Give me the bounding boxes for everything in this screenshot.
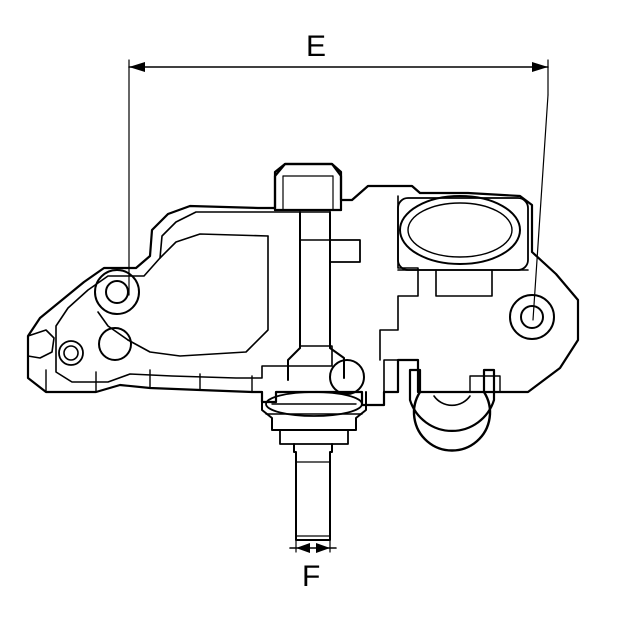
upper-left-hole-outer bbox=[94, 269, 140, 315]
right-lower-chamfer bbox=[527, 339, 579, 393]
top-right-chamfer bbox=[351, 185, 369, 201]
small-left-hole-inner bbox=[63, 345, 79, 361]
dimension-F-arrow-left bbox=[296, 543, 310, 553]
central-post bbox=[287, 211, 361, 381]
right-hole-outer bbox=[509, 294, 555, 340]
dimension-E-leader-right bbox=[532, 94, 549, 321]
shaft-collar-top bbox=[261, 391, 367, 431]
clip-arc-body bbox=[408, 368, 496, 432]
outer-body-contour bbox=[26, 162, 580, 407]
rib-right bbox=[469, 375, 501, 393]
oval-recess-inner bbox=[407, 202, 513, 258]
dimension-label-F: F bbox=[302, 560, 321, 593]
right-plate bbox=[379, 195, 529, 361]
post-foot-right bbox=[329, 347, 345, 379]
post-foot-left bbox=[287, 347, 301, 381]
right-plate-step bbox=[379, 195, 419, 361]
post-tab bbox=[329, 239, 361, 263]
bracket-marks bbox=[351, 185, 579, 393]
mounting-holes bbox=[58, 269, 555, 395]
clip-arc-outer bbox=[412, 390, 492, 452]
lower-shaft-assembly bbox=[261, 391, 367, 541]
regulator-body-outline bbox=[26, 162, 580, 407]
connector-tower bbox=[273, 162, 343, 212]
tower-outline bbox=[273, 162, 343, 212]
left-pocket-lower bbox=[97, 311, 129, 341]
top-right-step bbox=[367, 185, 421, 194]
dimension-E-arrow-left bbox=[129, 62, 145, 72]
left-upper-edge bbox=[151, 205, 191, 231]
right-chamfer bbox=[531, 251, 579, 301]
oval-recess-outer bbox=[399, 195, 521, 265]
c-clip-slot bbox=[408, 368, 496, 452]
upper-left-hole-inner bbox=[105, 280, 129, 304]
shaft-body bbox=[293, 443, 333, 541]
lower-tab-left bbox=[383, 359, 399, 393]
dimension-F-arrow-right bbox=[316, 543, 330, 553]
left-nose-tab bbox=[27, 329, 55, 359]
inner-casting-contour bbox=[55, 211, 333, 383]
collar-ellipse bbox=[265, 391, 363, 417]
left-boss bbox=[98, 327, 132, 361]
left-nose-detail bbox=[27, 329, 97, 393]
dimension-E-group bbox=[128, 59, 549, 321]
small-left-hole-outer bbox=[58, 340, 84, 366]
right-hole-inner bbox=[520, 305, 544, 329]
lower-ribs bbox=[149, 359, 501, 393]
dimension-label-E: E bbox=[306, 30, 327, 63]
clip-arc-inner bbox=[433, 395, 471, 407]
left-pocket bbox=[127, 235, 269, 357]
dimension-E-arrow-right bbox=[532, 62, 548, 72]
lower-centre-boss bbox=[329, 359, 365, 395]
shaft-shoulder bbox=[279, 429, 349, 445]
right-plate-notch bbox=[435, 269, 493, 297]
left-inner-rib bbox=[159, 233, 269, 259]
